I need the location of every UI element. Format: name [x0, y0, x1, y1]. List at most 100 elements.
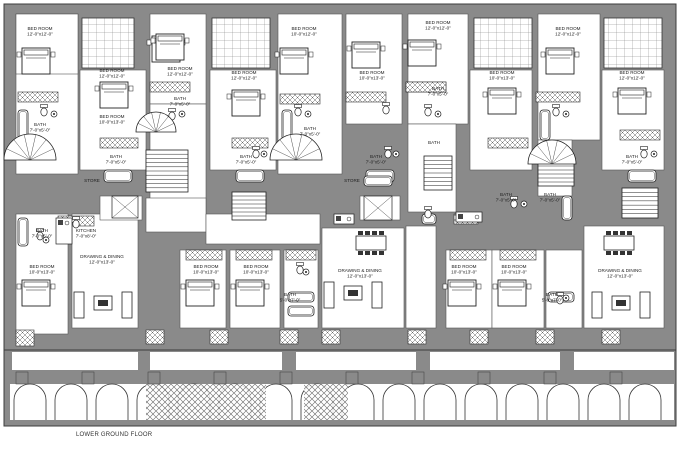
wc-icon	[552, 104, 560, 117]
bath-8-dimension: 7'-0"x5'-0"	[496, 198, 517, 203]
courtyard-4	[603, 17, 663, 69]
stair-icon	[423, 155, 453, 191]
wardrobe	[99, 137, 139, 149]
bathtub-icon	[235, 169, 265, 183]
bed-room-4-dimension: 12'-0"x12'-0"	[231, 76, 257, 81]
fixtures-layer	[3, 33, 661, 347]
bed-room-8-label: BED ROOM	[489, 70, 514, 75]
washbasin-icon	[42, 236, 50, 244]
washbasin-icon	[392, 150, 400, 158]
bath-14-label: BATH	[428, 140, 440, 145]
bed-room-10-dimension: 12'-0"x12'-0"	[619, 76, 645, 81]
wc-icon	[384, 146, 392, 159]
stair-icon	[145, 149, 189, 193]
bath-1-dimension: 7'-0"x5'-0"	[30, 128, 51, 133]
bed-room-5-dimension: 10'-0"x12'-0"	[291, 32, 317, 37]
bathtub-icon	[103, 169, 133, 183]
bath-10-label: BATH	[626, 154, 638, 159]
courtyard-3	[473, 17, 533, 69]
paved-area	[146, 384, 266, 420]
room-floor	[345, 13, 403, 125]
room-floor	[405, 225, 437, 329]
store-2-label: STORE	[344, 178, 360, 183]
bath-1-label: BATH	[34, 122, 46, 127]
bed-room-16-dimension: 10'-0"x13'-0"	[99, 120, 125, 125]
bed-room-15-dimension: 10'-0"x13'-0"	[501, 270, 527, 275]
facade-planter	[15, 329, 35, 347]
arch	[95, 383, 129, 420]
bath-4-dimension: 7'-0"x5'-0"	[236, 160, 257, 165]
wardrobe	[231, 137, 269, 149]
arch	[54, 383, 88, 420]
wc-icon	[640, 146, 648, 159]
kitchen-label: KITCHEN	[76, 228, 96, 233]
bed-room-6-dimension: 10'-0"x13'-0"	[359, 76, 385, 81]
bath-12-dimension: 5'-0"x7'-0"	[280, 298, 301, 303]
bath-7-dimension: 7'-0"x5'-0"	[428, 92, 449, 97]
arch	[13, 383, 47, 420]
bath-6-label: BATH	[370, 154, 382, 159]
bath-4-label: BATH	[240, 154, 252, 159]
bed-room-14-dimension: 10'-0"x13'-0"	[451, 270, 477, 275]
bath-13-dimension: 5'-0"x7'-0"	[542, 298, 563, 303]
drawing-dining-1-label: DRAWING & DINING	[80, 254, 124, 259]
wardrobe	[449, 249, 487, 261]
bed-room-3-dimension: 12'-0"x12'-0"	[167, 72, 193, 77]
washbasin-icon	[520, 200, 528, 208]
shaft	[111, 195, 139, 219]
wardrobe	[535, 91, 581, 103]
kitchen-dimension: 7'-0"x8'-0"	[76, 234, 97, 239]
bed-room-12-dimension: 10'-0"x13'-0"	[193, 270, 219, 275]
wardrobe	[17, 91, 59, 103]
arch-row	[13, 371, 662, 420]
stair-icon	[135, 111, 177, 133]
washbasin-icon	[302, 268, 310, 276]
washbasin-icon	[50, 110, 58, 118]
bed-icon	[540, 47, 580, 75]
dining-table-icon	[355, 231, 387, 255]
bed-icon	[402, 39, 442, 67]
column	[477, 371, 491, 385]
wardrobe	[405, 81, 447, 93]
wardrobe	[149, 81, 191, 93]
bed-room-13-label: BED ROOM	[243, 264, 268, 269]
bed-room-16-label: BED ROOM	[99, 114, 124, 119]
room-floor	[545, 249, 583, 329]
wardrobe	[285, 249, 317, 261]
bath-2-dimension: 7'-0"x5'-0"	[106, 160, 127, 165]
column	[543, 371, 557, 385]
facade-planter	[469, 329, 489, 345]
column	[213, 371, 227, 385]
bed-room-3-label: BED ROOM	[167, 66, 192, 71]
bed-icon	[16, 279, 56, 307]
wc-icon	[424, 104, 432, 117]
facade-planter	[407, 329, 427, 345]
room-floor	[145, 197, 207, 233]
wardrobe	[279, 93, 321, 105]
bath-11-dimension: 7'-0"x5'-0"	[32, 234, 53, 239]
wc-icon	[382, 102, 390, 115]
column	[411, 371, 425, 385]
bed-icon	[346, 41, 386, 69]
wardrobe	[185, 249, 223, 261]
bath-7-label: BATH	[432, 86, 444, 91]
bed-room-7-dimension: 12'-0"x12'-0"	[425, 26, 451, 31]
bed-room-8-dimension: 10'-0"x13'-0"	[489, 76, 515, 81]
bed-room-12-label: BED ROOM	[193, 264, 218, 269]
column	[81, 371, 95, 385]
paved-area	[304, 384, 348, 420]
bed-icon	[226, 89, 266, 117]
bath-5-dimension: 7'-0"x5'-0"	[300, 132, 321, 137]
wardrobe	[345, 91, 387, 103]
wc-icon	[40, 104, 48, 117]
column	[609, 371, 623, 385]
bed-icon	[482, 87, 522, 115]
bathtub-icon	[539, 109, 551, 141]
arch	[423, 383, 457, 420]
bed-room-2-dimension: 12'-0"x12'-0"	[99, 74, 125, 79]
wardrobe	[235, 249, 273, 261]
bed-room-2-label: BED ROOM	[99, 68, 124, 73]
wc-icon	[556, 292, 564, 305]
